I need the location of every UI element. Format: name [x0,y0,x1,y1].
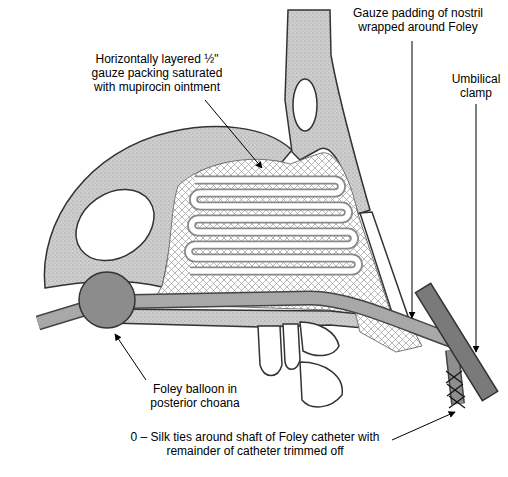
callout-label: Foley balloon in posterior choana [145,382,245,410]
callout-label: Gauze padding of nostril wrapped around … [332,6,504,34]
callout-label: Umbilical clamp [448,72,504,100]
leader-arrow [115,334,146,380]
layered-gauze-strip [189,180,359,271]
leader-arrow [412,41,413,318]
umbilical-clamp [415,283,497,400]
layered-gauze-strip-inner [189,180,359,271]
sphenoid-sinus [62,175,168,276]
leader-arrow [392,412,455,440]
silk-tie [446,371,465,408]
frontal-sinus [293,79,317,131]
leader-arrow [476,104,477,352]
lower-lip [300,362,342,407]
callout-label: Horizontally layered ½" gauze packing sa… [82,52,232,94]
incisor [283,324,300,369]
foley-balloon [79,272,135,328]
callout-label: 0 – Silk ties around shaft of Foley cath… [110,430,400,458]
leader-arrow [205,100,262,168]
incisor [258,326,282,376]
upper-lip [300,322,339,356]
